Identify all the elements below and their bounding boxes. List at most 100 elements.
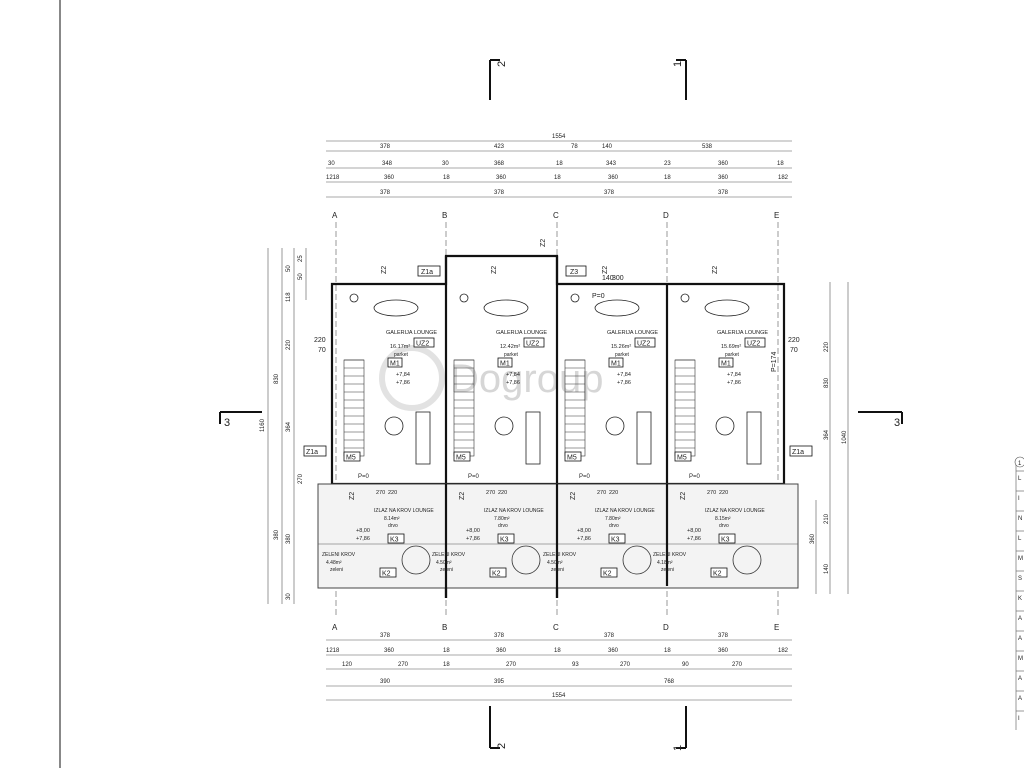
svg-text:B: B — [442, 623, 447, 632]
door-tag — [634, 337, 656, 348]
green-roof-note: zeleni — [440, 567, 453, 573]
elevation-2: +7,86 — [617, 380, 631, 386]
terrace-dim-270: 270 — [486, 490, 495, 496]
green-roof-code: K2 — [492, 571, 501, 578]
top-overall-dimension: 1554 — [552, 134, 566, 140]
svg-text:23: 23 — [664, 161, 671, 167]
svg-text:360: 360 — [810, 533, 816, 544]
elevation-2: +7,86 — [727, 380, 741, 386]
table-icon — [384, 416, 404, 436]
stair-tag — [453, 451, 471, 462]
svg-text:348: 348 — [382, 161, 393, 167]
bathtub-icon — [594, 299, 640, 317]
svg-text:360: 360 — [384, 648, 395, 654]
svg-text:378: 378 — [380, 190, 391, 196]
svg-text:360: 360 — [718, 175, 729, 181]
svg-text:378: 378 — [718, 633, 729, 639]
bench-icon — [525, 411, 541, 465]
bottom-overall-dimension: 1554 — [552, 693, 566, 699]
section-marker-right-3: 3 — [858, 411, 903, 429]
svg-text:2: 2 — [496, 61, 508, 67]
bathtub-icon — [704, 299, 750, 317]
svg-text:364: 364 — [286, 421, 292, 432]
svg-text:140: 140 — [602, 144, 613, 150]
svg-text:70: 70 — [790, 347, 798, 354]
terrace-elevation-1: +8,00 — [687, 528, 701, 534]
svg-text:270: 270 — [732, 662, 743, 668]
svg-text:538: 538 — [702, 144, 713, 150]
table-icon — [715, 416, 735, 436]
toilet-icon — [680, 293, 690, 303]
svg-text:C: C — [553, 623, 559, 632]
svg-text:378: 378 — [604, 190, 615, 196]
svg-text:220: 220 — [824, 341, 830, 352]
terrace-label: IZLAZ NA KROV LOUNGE — [374, 508, 434, 514]
tag-z3: Z3 — [570, 269, 578, 276]
svg-text:378: 378 — [718, 190, 729, 196]
misc-tags: Z1a Z3 Z1a Z1a Z2 P=0 P=174 220 70 220 7… — [303, 239, 813, 457]
tag-z2: Z2 — [381, 266, 388, 274]
terrace-tag — [497, 533, 515, 544]
green-roof-tag — [379, 567, 397, 578]
room-area: 16.17m² — [390, 344, 410, 350]
door-tag — [744, 337, 766, 348]
svg-text:360: 360 — [718, 161, 729, 167]
tag-z1a-top: Z1a — [421, 269, 433, 276]
terrace-tag — [608, 533, 626, 544]
elevation-1: +7,84 — [617, 372, 631, 378]
green-roof-area: 4.50m² — [547, 560, 563, 566]
room-floor: parket — [394, 352, 409, 358]
legend-row-text: M — [1018, 656, 1023, 662]
svg-text:378: 378 — [380, 633, 391, 639]
elevation-1: +7,84 — [727, 372, 741, 378]
green-roof-tag — [489, 567, 507, 578]
svg-text:18: 18 — [443, 175, 450, 181]
room-label: GALERIJA LOUNGE — [717, 330, 768, 336]
svg-text:C: C — [553, 211, 559, 220]
svg-text:78: 78 — [571, 144, 578, 150]
floor-level: P=0 — [689, 474, 701, 480]
svg-text:2: 2 — [496, 743, 508, 749]
table-icon — [605, 416, 625, 436]
svg-text:270: 270 — [398, 662, 409, 668]
svg-text:D: D — [663, 623, 669, 632]
svg-text:18: 18 — [443, 648, 450, 654]
planter-icon — [732, 545, 762, 575]
green-roof-note: zeleni — [551, 567, 564, 573]
terrace-floor: drvo — [719, 523, 729, 529]
right-overall-dimension: 1040 — [842, 430, 848, 444]
svg-text:378: 378 — [604, 633, 615, 639]
svg-text:360: 360 — [496, 648, 507, 654]
tag-p174: P=174 — [771, 351, 778, 372]
window-code: M1 — [500, 361, 510, 368]
terrace-area: 7.80m² — [605, 516, 621, 522]
green-roof-code: K2 — [713, 571, 722, 578]
legend-row-text: K — [1018, 596, 1022, 602]
legend-row-text: A — [1018, 636, 1022, 642]
watermark-text: Dogroup — [450, 357, 603, 401]
svg-text:360: 360 — [384, 175, 395, 181]
terrace-dim-220: 220 — [609, 490, 618, 496]
stair-tag — [674, 451, 692, 462]
planter-icon — [401, 545, 431, 575]
svg-text:380: 380 — [286, 533, 292, 544]
planter-icon — [622, 545, 652, 575]
elevation-1: +7,84 — [396, 372, 410, 378]
elevation-2: +7,86 — [396, 380, 410, 386]
window-tag — [387, 357, 403, 368]
terrace-elevation-2: +7,86 — [687, 536, 701, 542]
green-roof-area: 4.48m² — [326, 560, 342, 566]
door-code: UZ2 — [416, 341, 429, 348]
section-marker-bottom-1: 1 — [672, 706, 687, 751]
tag-z2-terrace: Z2 — [570, 492, 577, 500]
legend-row-text: A — [1018, 696, 1022, 702]
svg-text:A: A — [332, 211, 338, 220]
room-label: GALERIJA LOUNGE — [607, 330, 658, 336]
green-roof-label: ZELENI KROV — [432, 552, 466, 558]
terrace-area: 8.15m² — [715, 516, 731, 522]
door-tag — [523, 337, 545, 348]
planter-icon — [511, 545, 541, 575]
stair-code: M5 — [677, 455, 687, 462]
green-roof-code: K2 — [382, 571, 391, 578]
